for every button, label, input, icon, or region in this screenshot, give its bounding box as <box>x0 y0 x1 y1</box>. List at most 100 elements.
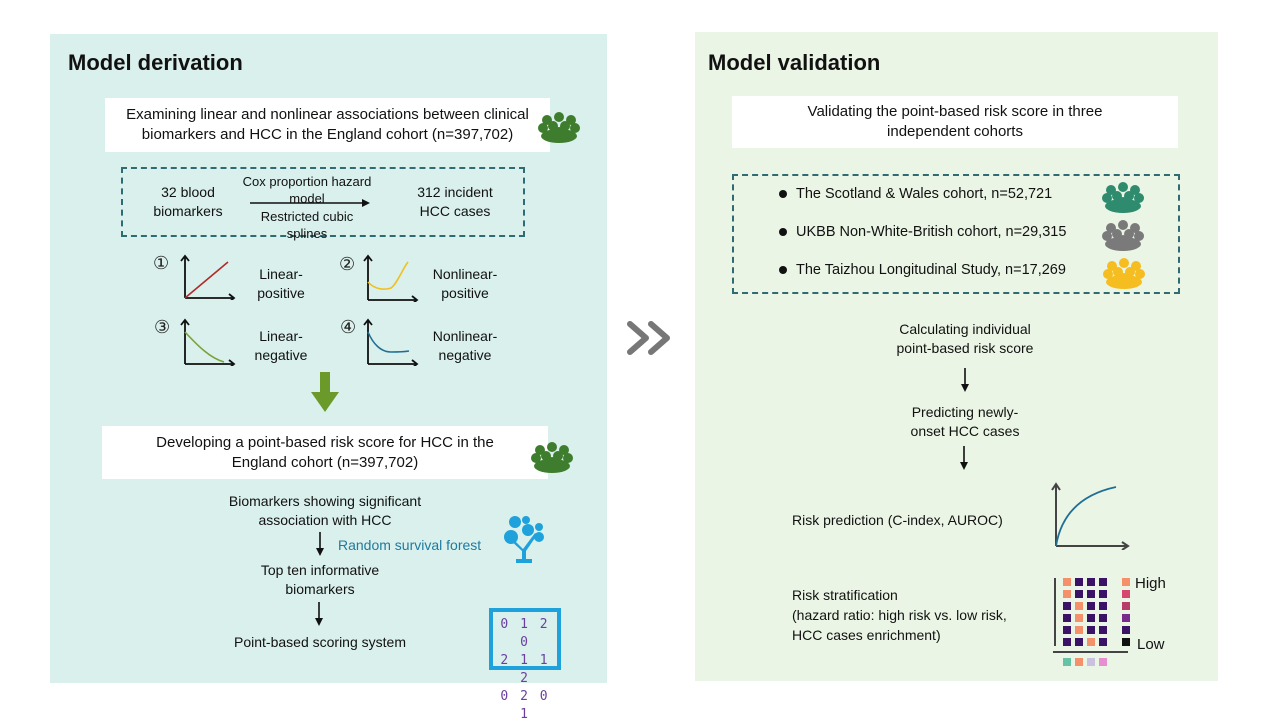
heatmap-cell <box>1099 602 1107 610</box>
ukbb-population-icon <box>1102 220 1144 251</box>
validating-box: Validating the point-based risk score in… <box>732 96 1178 148</box>
heatmap-cell <box>1063 638 1071 646</box>
risk-prediction-label: Risk prediction (C-index, AUROC) <box>792 512 1003 528</box>
validating-line1: Validating the point-based risk score in… <box>807 103 1103 120</box>
heatmap-cell <box>1063 626 1071 634</box>
step-calculating-line1: Calculating individual <box>899 321 1031 337</box>
population-icon <box>538 112 580 143</box>
nonlinear-negative-plot-icon <box>363 318 419 366</box>
pattern-1-label-line1: Linear- <box>259 266 303 282</box>
associations-line1: Examining linear and nonlinear associati… <box>126 106 529 123</box>
step-significant-line1: Biomarkers showing significant <box>228 493 422 509</box>
develop-score-box: Developing a point-based risk score for … <box>102 426 548 479</box>
output-label: 312 incident HCC cases <box>405 183 505 221</box>
legend-swatch <box>1122 602 1130 610</box>
risk-strat-line1: Risk stratification <box>792 587 898 603</box>
heatmap-group-cell <box>1087 658 1095 666</box>
heatmap-group-cell <box>1063 658 1071 666</box>
heatmap-cell <box>1075 638 1083 646</box>
output-line2: HCC cases <box>419 203 491 219</box>
pattern-3-label-line1: Linear- <box>259 328 303 344</box>
legend-low-label: Low <box>1137 636 1165 653</box>
step-significant: Biomarkers showing significant associati… <box>195 492 455 530</box>
input-label: 32 blood biomarkers <box>138 183 238 221</box>
cohort-label: UKBB Non-White-British cohort, n=29,315 <box>796 224 1067 240</box>
associations-box: Examining linear and nonlinear associati… <box>105 98 550 152</box>
cohort-label: The Scotland & Wales cohort, n=52,721 <box>796 186 1053 202</box>
heatmap-cell <box>1063 614 1071 622</box>
bullet-icon <box>779 228 787 236</box>
linear-positive-plot-icon <box>180 254 236 300</box>
heatmap-cell <box>1087 590 1095 598</box>
develop-line1: Developing a point-based risk score for … <box>156 433 494 451</box>
legend-high-label: High <box>1135 575 1166 592</box>
scotland-wales-population-icon <box>1102 182 1144 213</box>
legend-swatch <box>1122 578 1130 586</box>
legend-swatch <box>1122 590 1130 598</box>
pattern-3-label: Linear- negative <box>245 327 317 365</box>
linear-negative-plot-icon <box>180 318 236 366</box>
cohort-item: The Taizhou Longitudinal Study, n=17,269 <box>779 262 1066 278</box>
validation-title: Model validation <box>708 50 881 75</box>
nonlinear-positive-plot-icon <box>363 254 419 302</box>
step-scoring-system: Point-based scoring system <box>234 634 406 650</box>
random-survival-forest-label: Random survival forest <box>338 537 482 553</box>
step-predicting: Predicting newly- onset HCC cases <box>865 403 1065 441</box>
pattern-1-number: ① <box>153 253 170 273</box>
taizhou-population-icon <box>1103 258 1145 289</box>
step-predicting-line2: onset HCC cases <box>910 423 1020 439</box>
pattern-3-number: ③ <box>154 317 171 337</box>
output-line1: 312 incident <box>417 184 493 200</box>
step-significant-line2: association with HCC <box>258 512 392 528</box>
method-bottom: Restricted cubic splines <box>260 209 354 241</box>
heatmap-cell <box>1063 590 1071 598</box>
risk-legend-scale-icon <box>1122 578 1130 646</box>
score-row-3: 0 2 0 1 <box>500 689 550 722</box>
step-calculating: Calculating individual point-based risk … <box>865 320 1065 358</box>
down-arrow-icon <box>316 532 324 556</box>
heatmap-cell <box>1075 578 1083 586</box>
associations-line2: biomarkers and HCC in the England cohort… <box>141 126 514 143</box>
heatmap-group-cell <box>1099 658 1107 666</box>
develop-line2: England cohort (n=397,702) <box>231 453 419 471</box>
pattern-2-label-line1: Nonlinear- <box>432 266 498 282</box>
legend-swatch <box>1122 638 1130 646</box>
heatmap-cell <box>1099 638 1107 646</box>
pattern-4-label-line2: negative <box>438 347 492 363</box>
pattern-3-label-line2: negative <box>254 347 308 363</box>
risk-strat-line3: HCC cases enrichment) <box>792 627 941 643</box>
heatmap-cell <box>1075 590 1083 598</box>
risk-stratification-label: Risk stratification (hazard ratio: high … <box>792 585 1007 645</box>
risk-heatmap-icon <box>1053 578 1128 666</box>
cohort-label: The Taizhou Longitudinal Study, n=17,269 <box>796 262 1066 278</box>
cohort-item: The Scotland & Wales cohort, n=52,721 <box>779 186 1052 202</box>
heatmap-cell <box>1087 578 1095 586</box>
heatmap-cell <box>1087 638 1095 646</box>
pattern-1-label-line2: positive <box>257 285 305 301</box>
heatmap-cell <box>1099 590 1107 598</box>
heatmap-cell <box>1087 626 1095 634</box>
pattern-2-number: ② <box>339 254 356 274</box>
method-arrow-icon <box>250 199 370 207</box>
pattern-4-label-line1: Nonlinear- <box>432 328 498 344</box>
down-arrow-icon <box>961 368 969 392</box>
pattern-2-label-line2: positive <box>441 285 489 301</box>
heatmap-cell <box>1099 614 1107 622</box>
step-top-ten: Top ten informative biomarkers <box>230 561 410 599</box>
method-box <box>121 167 525 237</box>
heatmap-cell <box>1099 626 1107 634</box>
validating-line2: independent cohorts <box>887 123 1023 140</box>
score-row-2: 2 1 1 2 <box>500 653 550 686</box>
heatmap-cell <box>1099 578 1107 586</box>
down-arrow-icon <box>315 602 323 626</box>
score-row-1: 0 1 2 0 <box>500 617 550 650</box>
heatmap-cell <box>1063 578 1071 586</box>
heatmap-cell <box>1075 626 1083 634</box>
bullet-icon <box>779 190 787 198</box>
tree-icon <box>504 516 544 563</box>
input-line1: 32 blood <box>161 184 215 200</box>
input-line2: biomarkers <box>153 203 223 219</box>
cohorts-box: The Scotland & Wales cohort, n=52,721 UK… <box>732 174 1180 294</box>
pattern-4-number: ④ <box>340 317 357 337</box>
down-arrow-icon <box>960 446 968 470</box>
